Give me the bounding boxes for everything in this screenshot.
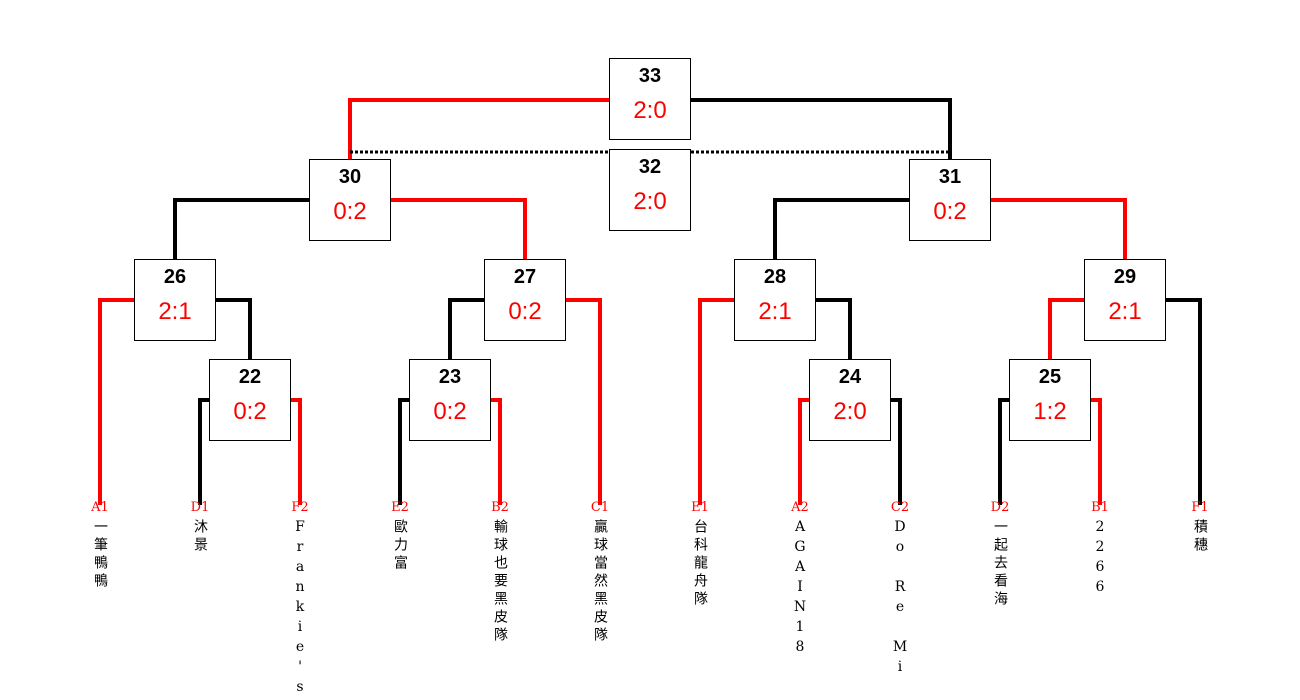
team-name: AGAIN18 (792, 519, 808, 659)
team-label: D1 沐景 (185, 500, 215, 559)
match-number: 22 (238, 366, 262, 388)
match-score: 2:0 (633, 97, 667, 124)
team-name: 一起去看海 (992, 519, 1008, 609)
team-name: 歐力富 (392, 519, 408, 573)
bracket-line (698, 298, 734, 505)
team-label: B2 輸球也要黑皮隊 (485, 500, 515, 649)
bracket-line (348, 98, 609, 159)
match-score: 0:2 (333, 198, 367, 225)
match-score: 1:2 (1033, 398, 1067, 425)
match-number: 28 (763, 266, 787, 288)
bracket-line (398, 398, 409, 505)
match-number: 25 (1038, 366, 1062, 388)
match-score: 2:1 (158, 298, 192, 325)
team-code: A1 (91, 500, 109, 515)
team-label: C1 贏球當然黑皮隊 (585, 500, 615, 649)
team-label: B1 2266 (1085, 500, 1115, 603)
bracket-line (98, 298, 134, 505)
bracket-line (991, 198, 1127, 259)
match-number: 33 (638, 65, 662, 87)
team-code: D1 (190, 500, 210, 515)
team-name: 積穗 (1192, 519, 1208, 555)
team-code: E1 (691, 500, 709, 515)
match-score: 0:2 (433, 398, 467, 425)
bracket-line (1048, 298, 1084, 359)
bracket-line (566, 298, 602, 505)
match-score: 0:2 (508, 298, 542, 325)
match-number: 32 (638, 156, 662, 178)
team-name: 贏球當然黑皮隊 (592, 519, 608, 645)
team-code: E2 (391, 500, 409, 515)
team-name: 2266 (1092, 519, 1108, 599)
match-number: 29 (1113, 266, 1137, 288)
bracket-line (998, 398, 1009, 505)
bracket-line (448, 298, 484, 359)
bracket-line (291, 398, 302, 505)
team-code: D2 (990, 500, 1010, 515)
match-number: 31 (938, 166, 962, 188)
bracket-line (1091, 398, 1102, 505)
team-code: A2 (791, 500, 809, 515)
bracket-line (391, 198, 527, 259)
bracket-line (491, 398, 502, 505)
bracket-line (173, 198, 309, 259)
team-name: Do Re Mi (892, 519, 908, 679)
bracket-line (691, 98, 952, 159)
team-label: F1 積穗 (1185, 500, 1215, 559)
bracket-line (816, 298, 852, 359)
bracket-line (1166, 298, 1202, 505)
team-code: C2 (890, 500, 910, 515)
team-name: 沐景 (192, 519, 208, 555)
team-name: 輸球也要黑皮隊 (492, 519, 508, 645)
bracket-line (891, 398, 902, 505)
team-label: E1 台科龍舟隊 (685, 500, 715, 613)
match-score: 0:2 (233, 398, 267, 425)
bracket-line (798, 398, 809, 505)
team-name: 台科龍舟隊 (692, 519, 708, 609)
match-number: 26 (163, 266, 187, 288)
bracket-line (198, 398, 209, 505)
bracket-line (216, 298, 252, 359)
team-name: Frankie's (292, 519, 308, 699)
match-number: 23 (438, 366, 462, 388)
match-score: 2:1 (758, 298, 792, 325)
team-label: D2 一起去看海 (985, 500, 1015, 613)
match-number: 24 (838, 366, 862, 388)
team-code: F2 (291, 500, 309, 515)
match-score: 2:1 (1108, 298, 1142, 325)
team-code: F1 (1191, 500, 1209, 515)
team-label: A1 一筆鴨鴨 (85, 500, 115, 595)
team-label: E2 歐力富 (385, 500, 415, 577)
match-score: 2:0 (833, 398, 867, 425)
team-code: C1 (590, 500, 610, 515)
match-score: 0:2 (933, 198, 967, 225)
team-code: B2 (491, 500, 509, 515)
match-score: 2:0 (633, 188, 667, 215)
match-number: 27 (513, 266, 537, 288)
bracket-line (773, 198, 909, 259)
team-name: 一筆鴨鴨 (92, 519, 108, 591)
team-code: B1 (1091, 500, 1109, 515)
match-number: 30 (338, 166, 362, 188)
team-label: C2 Do Re Mi (885, 500, 915, 683)
